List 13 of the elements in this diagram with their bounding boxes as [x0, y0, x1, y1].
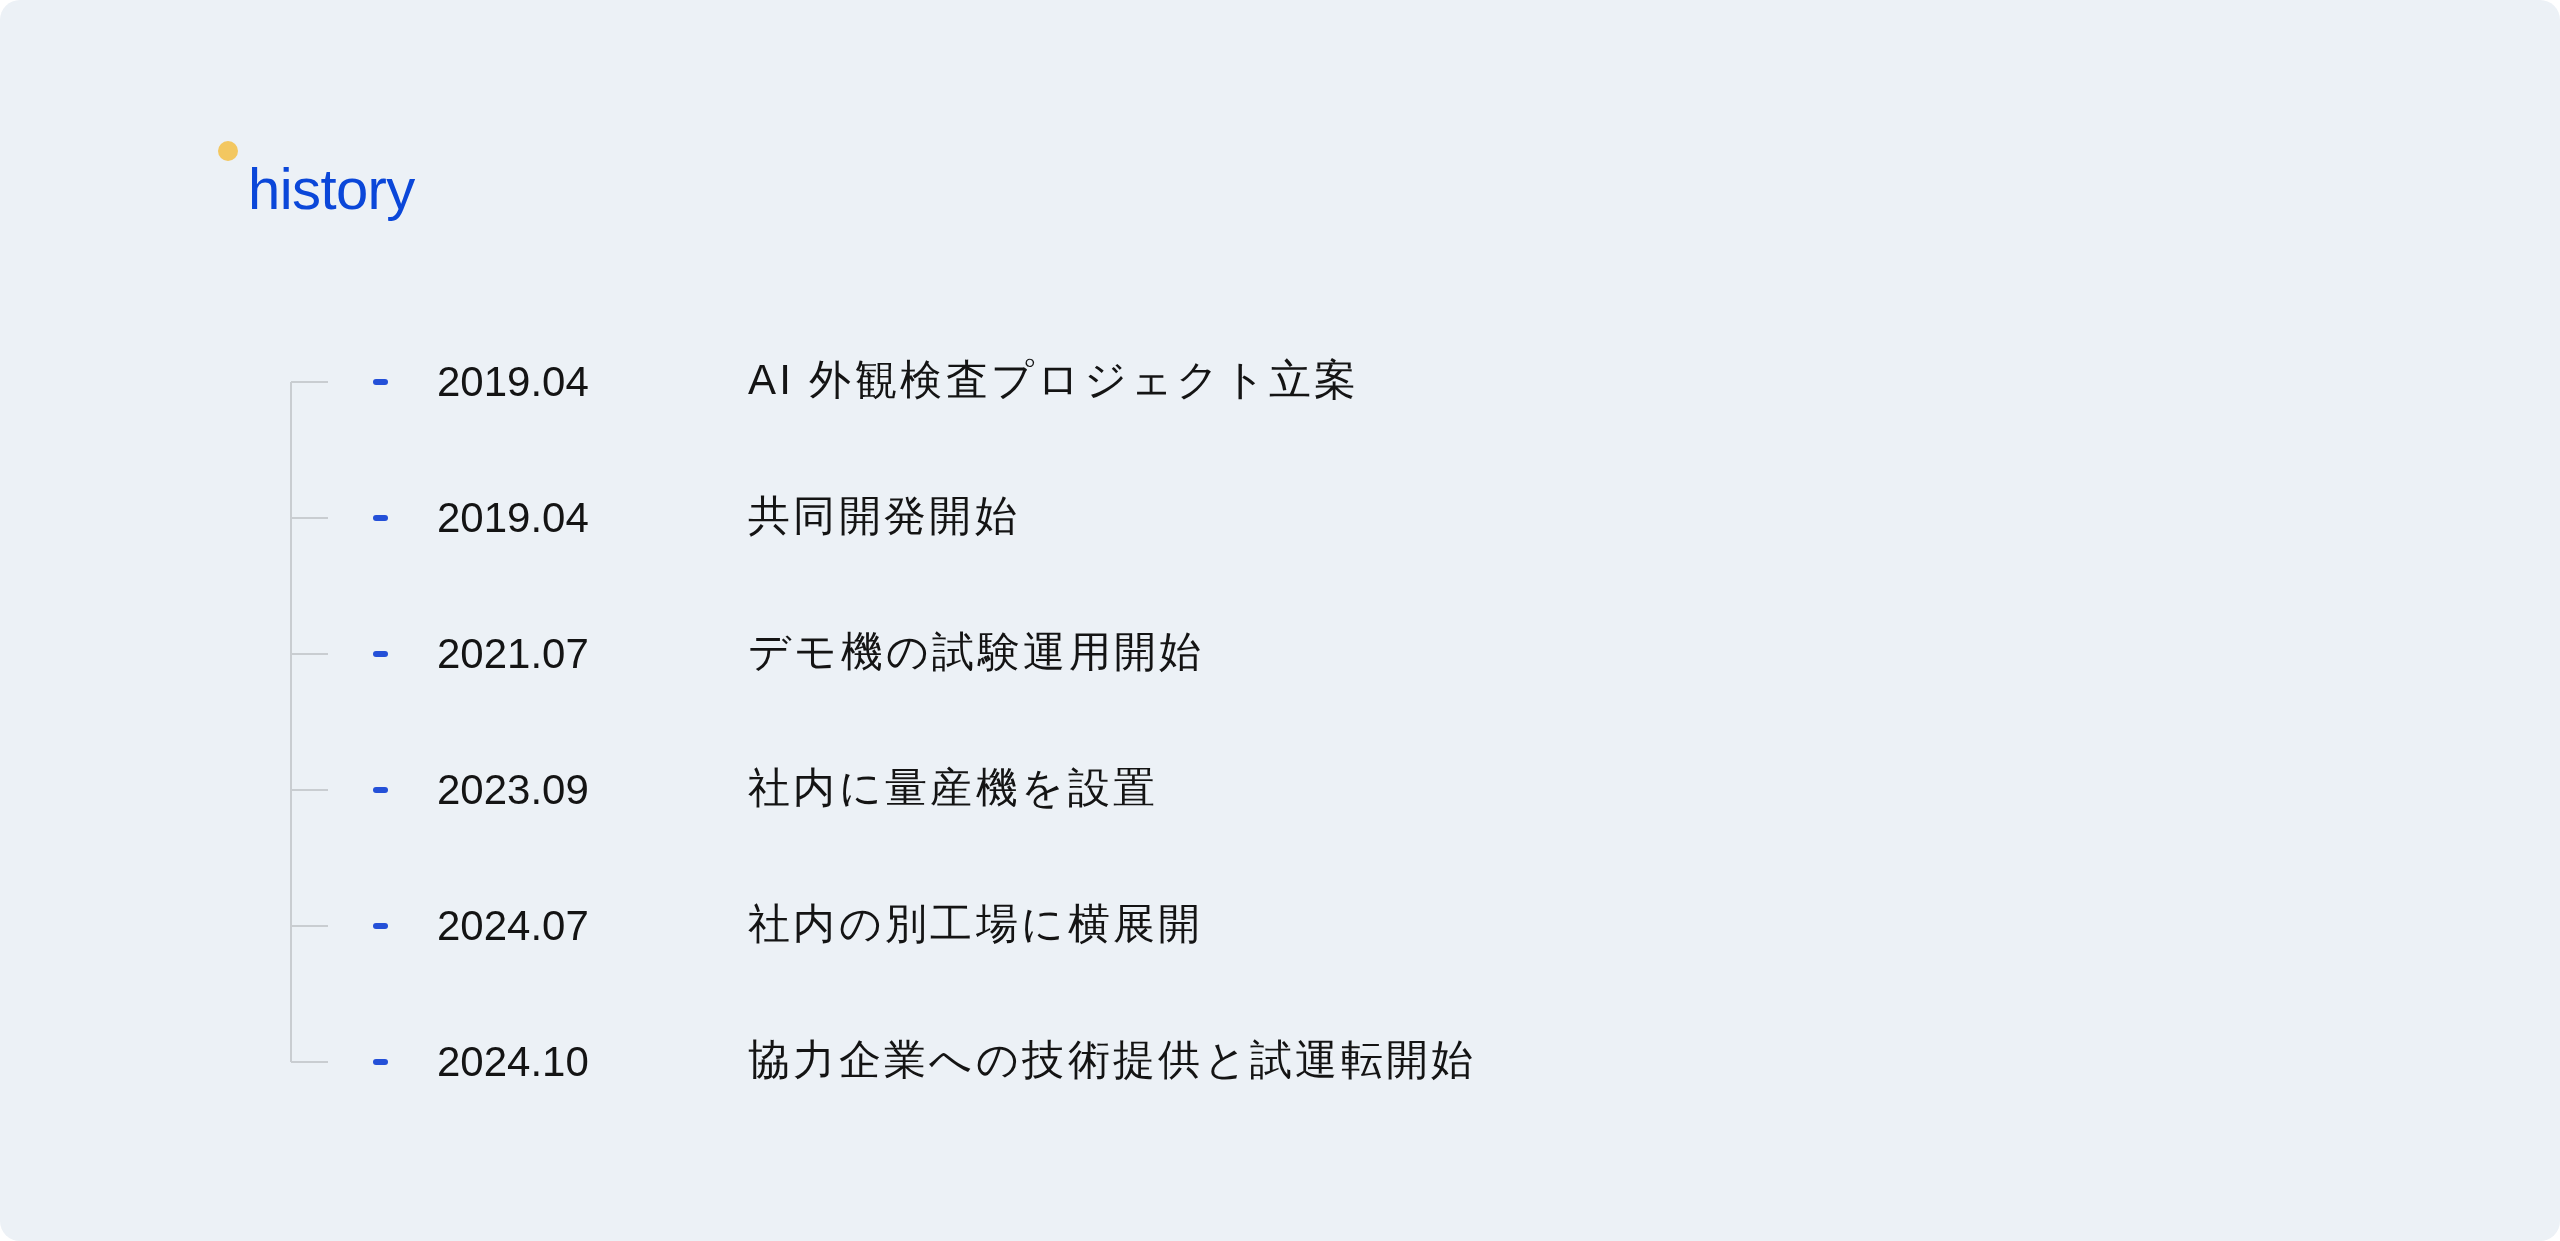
event-text: デモ機の試験運用開始	[748, 627, 1205, 677]
event-text: 協力企業への技術提供と試運転開始	[748, 1035, 1477, 1085]
event-text: AI 外観検査プロジェクト立案	[748, 355, 1360, 405]
date-text: 2024.10	[437, 1037, 589, 1087]
event-text: 共同開発開始	[748, 491, 1021, 541]
date-text: 2024.07	[437, 901, 589, 951]
date-text: 2023.09	[437, 765, 589, 815]
date-text: 2019.04	[437, 357, 589, 407]
event-text: 社内に量産機を設置	[748, 763, 1159, 813]
date-text: 2019.04	[437, 493, 589, 543]
section-title: history	[248, 155, 415, 223]
event-text: 社内の別工場に横展開	[748, 899, 1204, 949]
date-text: 2021.07	[437, 629, 589, 679]
